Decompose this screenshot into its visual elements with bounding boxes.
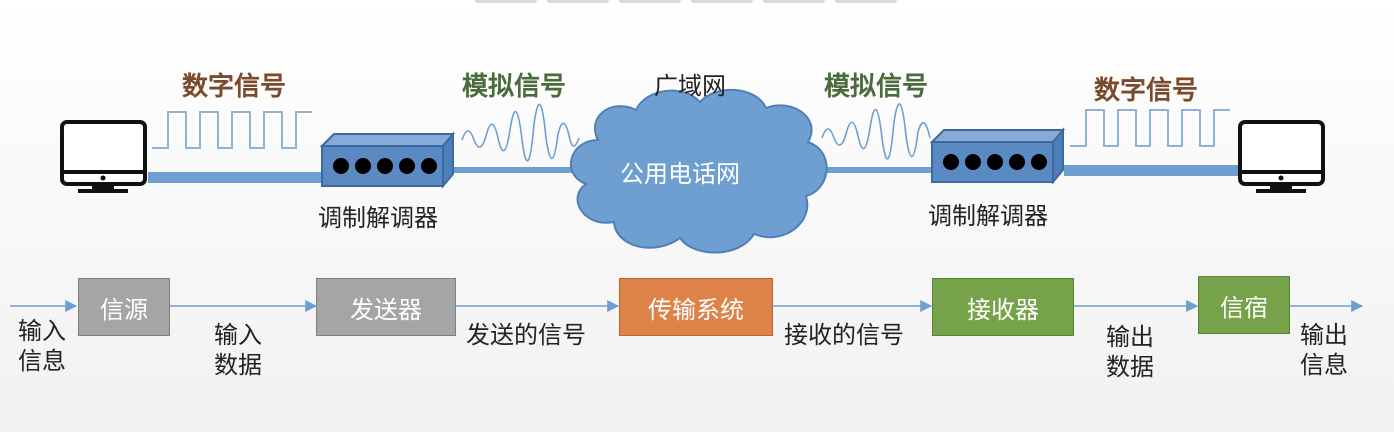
left-link-thick xyxy=(148,172,323,183)
destination-box: 信宿 xyxy=(1198,276,1290,334)
right-modem-icon xyxy=(929,127,1066,185)
left-analog-link xyxy=(443,167,578,173)
right-digital-wave xyxy=(1070,109,1230,147)
transmission-system-box: 传输系统 xyxy=(619,278,773,336)
left-modem-icon xyxy=(319,131,456,189)
output-info-label: 输出 信息 xyxy=(1300,321,1348,379)
cloud-shape xyxy=(569,89,828,254)
left-analog-signal-label: 模拟信号 xyxy=(462,72,567,102)
output-data-label: 输出 数据 xyxy=(1106,323,1154,381)
receiver-box: 接收器 xyxy=(932,278,1074,336)
left-computer-icon xyxy=(60,120,147,193)
wan-label: 广域网 xyxy=(654,72,726,100)
right-analog-link xyxy=(815,167,935,173)
received-signal-label: 接收的信号 xyxy=(784,321,904,349)
transmitter-box: 发送器 xyxy=(316,278,456,336)
right-link-thick xyxy=(1064,165,1242,176)
sent-signal-label: 发送的信号 xyxy=(466,321,586,349)
input-info-label: 输入 信息 xyxy=(18,317,66,375)
right-analog-signal-label: 模拟信号 xyxy=(824,72,929,102)
input-data-label: 输入 数据 xyxy=(214,321,262,379)
source-box: 信源 xyxy=(78,278,170,336)
right-analog-wave xyxy=(821,103,931,160)
top-tab-strip xyxy=(475,0,905,4)
left-digital-wave xyxy=(152,111,312,149)
right-computer-icon xyxy=(1238,120,1325,193)
right-digital-signal-label: 数字信号 xyxy=(1094,76,1199,106)
left-digital-signal-label: 数字信号 xyxy=(182,72,287,102)
left-analog-wave xyxy=(461,103,580,162)
cloud-label: 公用电话网 xyxy=(620,160,740,188)
left-modem-label: 调制解调器 xyxy=(318,204,438,232)
right-modem-label: 调制解调器 xyxy=(928,202,1048,230)
